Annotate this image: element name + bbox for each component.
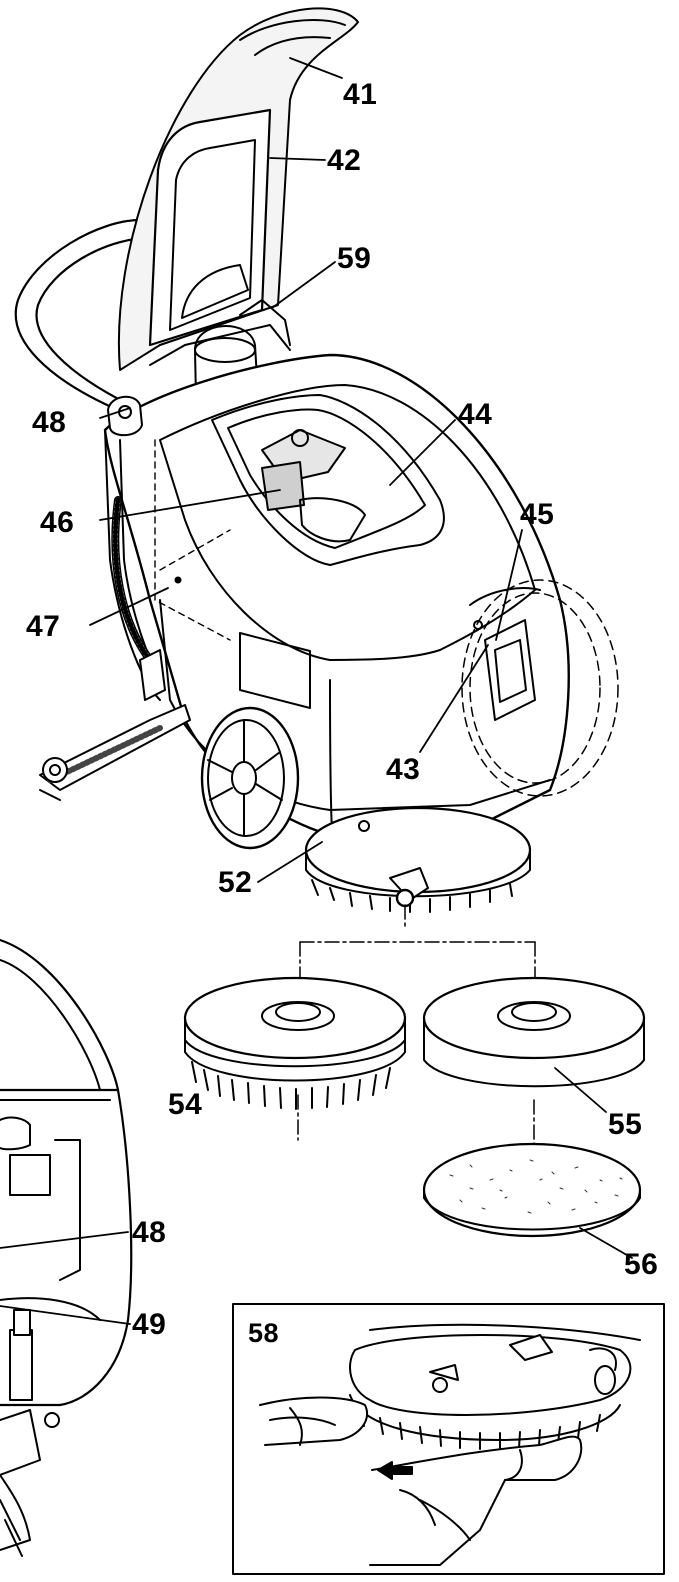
- callout-59: 59: [337, 242, 372, 275]
- brush-deck: [304, 806, 532, 913]
- callout-58: 58: [248, 1318, 280, 1348]
- machine-body: [103, 353, 570, 837]
- callout-55: 55: [608, 1108, 643, 1141]
- scrub-brush: [183, 976, 407, 1141]
- callout-52: 52: [218, 866, 253, 899]
- callout-41: 41: [343, 78, 378, 111]
- handle-knob-left: [107, 395, 143, 437]
- suction-hose: [111, 496, 154, 664]
- callout-46: 46: [40, 506, 75, 539]
- recovery-tank-lid: [118, 7, 359, 371]
- squeegee-assembly: [39, 649, 191, 801]
- handle-bar: [14, 218, 147, 412]
- callout-44: 44: [458, 398, 493, 431]
- abrasive-pad: [422, 1142, 642, 1238]
- callout-54: 54: [168, 1088, 203, 1121]
- callout-42: 42: [327, 144, 362, 177]
- pad-holder: [422, 976, 646, 1191]
- callout-49: 49: [132, 1308, 167, 1341]
- control-panel-ghost: [461, 579, 619, 797]
- callout-45: 45: [520, 498, 555, 531]
- rear-wheel: [200, 706, 300, 850]
- machine-illustration: [14, 7, 619, 1021]
- callout-48-bottom: 48: [132, 1216, 167, 1249]
- leader-lines: [0, 57, 633, 1325]
- callout-48-top: 48: [32, 406, 67, 439]
- callout-56: 56: [624, 1248, 659, 1281]
- machine-partial-view: [0, 938, 133, 1557]
- callout-43: 43: [386, 753, 421, 786]
- inset-detail: [232, 1303, 665, 1575]
- callout-47: 47: [26, 610, 61, 643]
